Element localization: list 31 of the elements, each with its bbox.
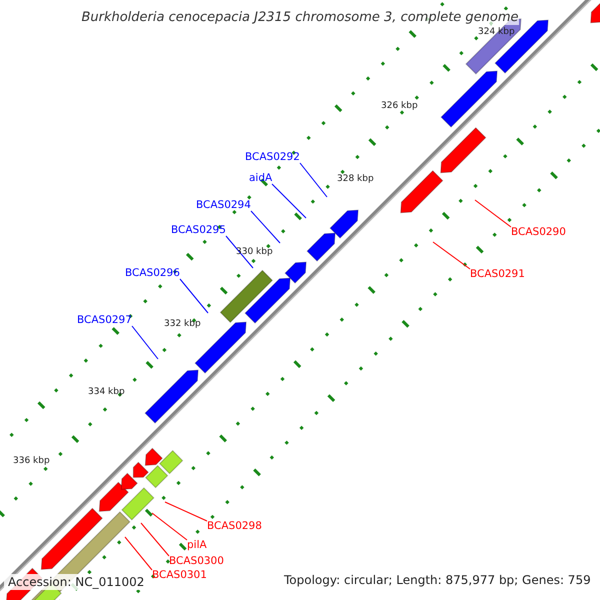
leader-line	[432, 242, 470, 270]
leader-line	[250, 210, 280, 244]
leader-line	[180, 278, 208, 314]
position-tick-label: 334 kbp	[88, 388, 125, 397]
gene-label: BCAS0300	[169, 556, 224, 566]
gene-label: BCAS0295	[171, 225, 226, 236]
gene-label: BCAS0296	[125, 268, 180, 278]
leader-line	[300, 162, 328, 198]
position-tick-label: 336 kbp	[13, 457, 50, 466]
leader-line	[140, 522, 170, 556]
leader-line	[152, 512, 188, 540]
map-title: Burkholderia cenocepacia J2315 chromosome 3, complete genome	[81, 10, 519, 25]
position-tick-label: 328 kbp	[337, 175, 374, 184]
genome-info-text: Topology: circular; Length: 875,977 bp; Genes: 759	[284, 574, 591, 586]
leader-line	[474, 200, 512, 228]
gene-label: BCAS0298	[207, 521, 262, 532]
gene-label: BCAS0297	[77, 315, 132, 326]
position-tick-label: 324 kbp	[478, 28, 515, 37]
position-tick-label: 332 kbp	[164, 320, 201, 329]
leader-line	[124, 536, 152, 570]
gene-label: BCAS0290	[511, 227, 566, 238]
gene-label: BCAS0301	[152, 570, 207, 580]
gene-label: pilA	[187, 540, 207, 550]
gene-label: aidA	[249, 173, 272, 184]
gene-label: BCAS0292	[245, 152, 300, 162]
gene-label: BCAS0291	[470, 269, 525, 280]
gene-label: BCAS0294	[196, 200, 251, 210]
leader-line	[272, 184, 306, 218]
position-tick-label: 326 kbp	[381, 102, 418, 111]
leader-line	[132, 326, 158, 360]
leader-line	[164, 502, 208, 522]
